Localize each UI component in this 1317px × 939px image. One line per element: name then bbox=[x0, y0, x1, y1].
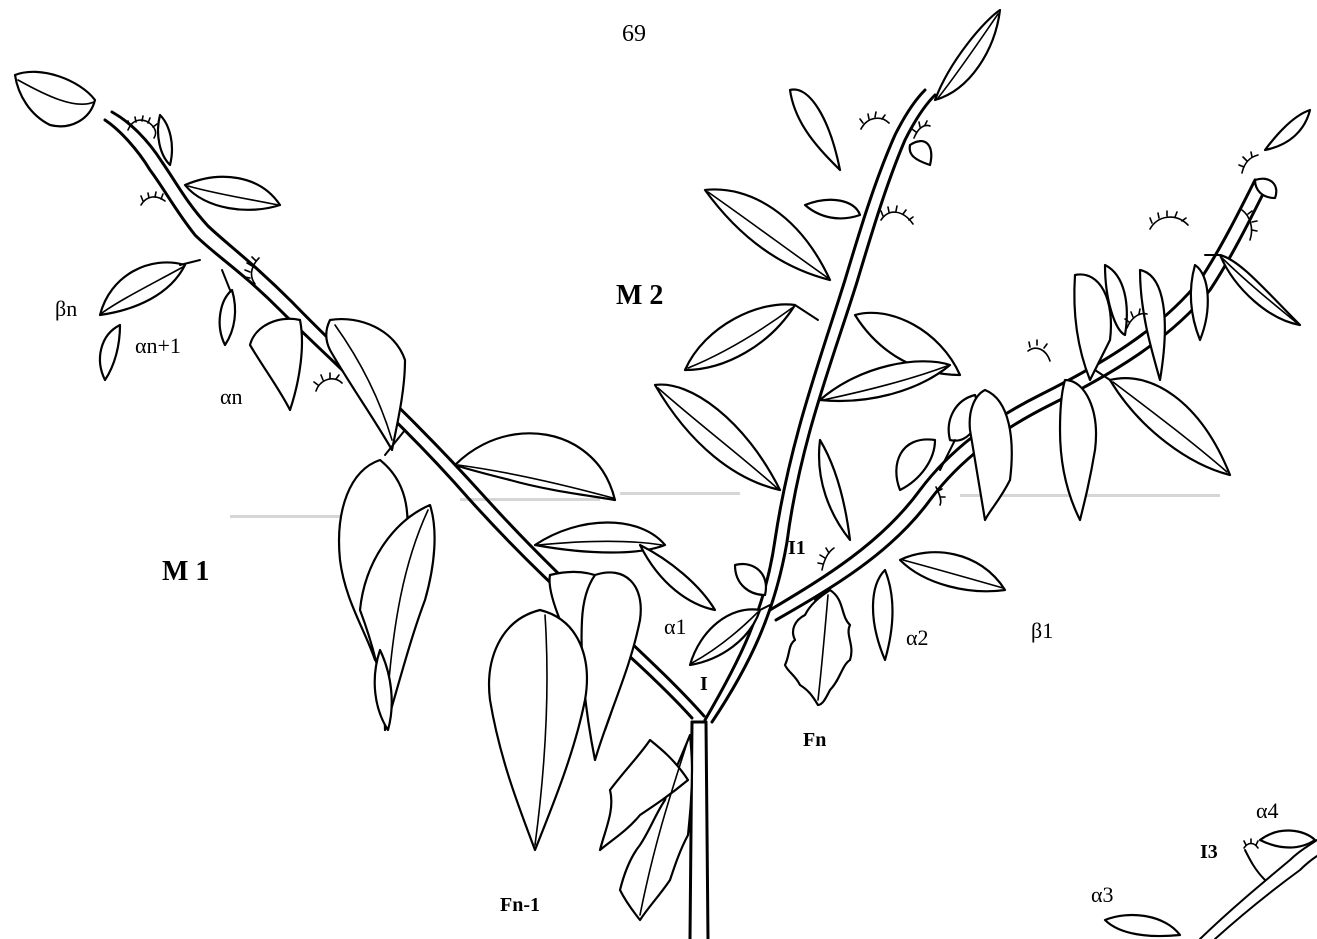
leaves bbox=[15, 10, 1317, 939]
page-number: 69 bbox=[622, 22, 646, 46]
label-beta-1: β1 bbox=[1031, 620, 1053, 642]
label-fn-1: Fn-1 bbox=[500, 895, 540, 915]
label-i1: I1 bbox=[788, 538, 806, 558]
inflorescence-i1 bbox=[818, 548, 834, 570]
label-alpha-3: α3 bbox=[1091, 884, 1114, 906]
label-alpha-1: α1 bbox=[664, 616, 687, 638]
main-trunk bbox=[690, 722, 708, 939]
inflorescence-i3 bbox=[1244, 839, 1258, 848]
inflorescence-m2-top bbox=[860, 112, 889, 129]
inflorescence-right-top bbox=[1239, 152, 1258, 173]
label-alpha-4: α4 bbox=[1256, 800, 1279, 822]
inflorescence-m2-mid bbox=[881, 206, 913, 224]
inflorescence-right-low bbox=[1028, 340, 1050, 361]
label-i: I bbox=[700, 674, 708, 694]
inflorescence-right-upper2 bbox=[1242, 210, 1257, 240]
label-m2: M 2 bbox=[616, 282, 663, 310]
label-alpha-n-plus-1: αn+1 bbox=[135, 335, 181, 357]
label-alpha-2: α2 bbox=[906, 627, 929, 649]
label-alpha-n: αn bbox=[220, 386, 243, 408]
inflorescence-m1-upper bbox=[141, 192, 165, 205]
inflorescence-right-base bbox=[936, 487, 945, 505]
label-beta-n: βn bbox=[55, 298, 77, 320]
inflorescence-m1-low bbox=[314, 373, 342, 391]
label-i3: I3 bbox=[1200, 842, 1218, 862]
label-fn: Fn bbox=[803, 730, 826, 750]
inflorescence-right-upper bbox=[1150, 211, 1188, 229]
label-m1: M 1 bbox=[162, 558, 209, 586]
